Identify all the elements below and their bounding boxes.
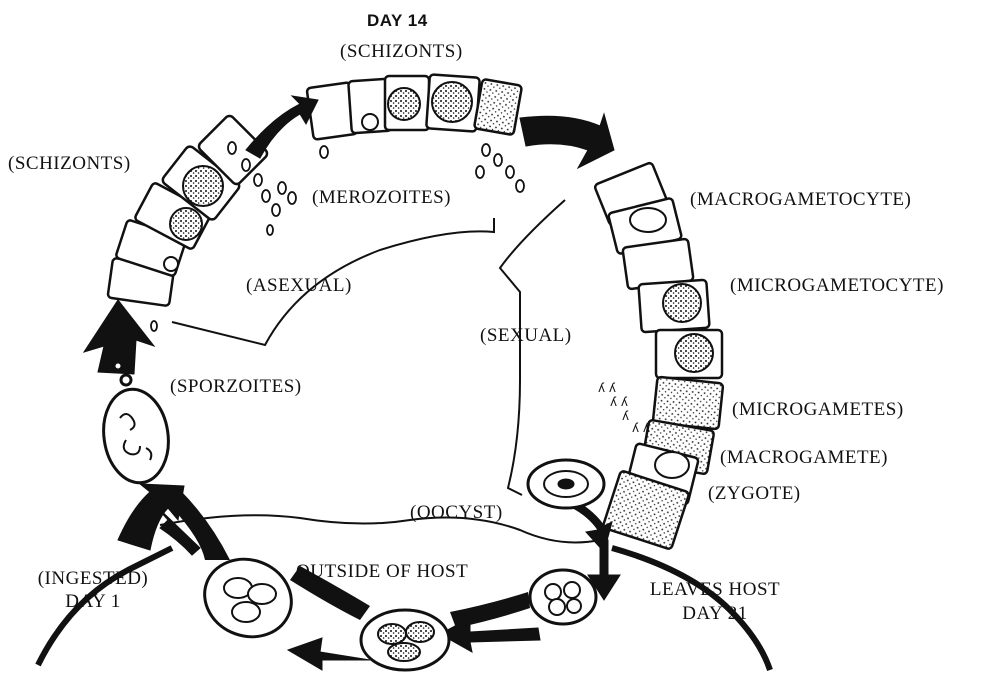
schizont [432,82,472,122]
ingested-label: (INGESTED) [18,569,168,588]
outside-of-host-label: OUTSIDE OF HOST [296,562,468,581]
microgametes-label: (MICROGAMETES) [732,400,904,419]
schizont [183,166,223,206]
day-14-label: DAY 14 [367,12,428,29]
arrow-outside-2 [288,638,370,670]
oocyst-label: (OOCYST) [410,503,503,522]
svg-text:ʎ ʎ: ʎ ʎ [598,381,616,395]
leaves-host-label: LEAVES HOST [640,580,790,599]
oocyst-sporulated [194,547,303,649]
schizonts-top-label: (SCHIZONTS) [340,42,463,61]
macrogametocyte-label: (MACROGAMETOCYTE) [690,190,911,209]
schizonts-left-label: (SCHIZONTS) [8,154,131,173]
macrogamete-label: (MACROGAMETE) [720,448,888,467]
macrogametocyte [630,208,666,232]
sexual-label: (SEXUAL) [480,326,572,345]
microgametes: ʎ ʎʎ ʎ ʎʎ ʎ [598,381,650,435]
svg-text:ʎ ʎ: ʎ ʎ [610,395,628,409]
oocyst-in-cell [528,460,604,508]
host-cell [474,79,522,135]
macrogamete [655,452,689,478]
oocyst-sporulating-2 [361,610,449,670]
asexual-label: (ASEXUAL) [246,276,352,295]
schizont [388,88,420,120]
oocyst-sporulating-1 [530,570,596,624]
day-21-label: DAY 21 [640,604,790,623]
arrow-to-gametocytes [520,114,614,168]
schizont [170,208,202,240]
oocyst-stages [98,362,604,670]
microgametocyte [675,334,713,372]
merozoites-label: (MEROZOITES) [312,188,451,207]
trophozoite [164,257,178,271]
trophozoite [362,114,378,130]
svg-text:ʎ: ʎ [622,409,629,423]
host-boundary [160,515,600,542]
day-1-label: DAY 1 [18,592,168,611]
sporozoites-label: (SPORZOITES) [170,377,302,396]
epithelial-cell-ring [108,74,724,549]
svg-text:ʎ ʎ: ʎ ʎ [632,421,650,435]
microgametocyte [663,284,701,322]
oocyst-excysting [98,362,174,487]
arrow-to-schizonts [246,96,318,158]
microgametocyte-label: (MICROGAMETOCYTE) [730,276,944,295]
zygote-label: (ZYGOTE) [708,484,801,503]
sexual-connector [500,200,565,495]
